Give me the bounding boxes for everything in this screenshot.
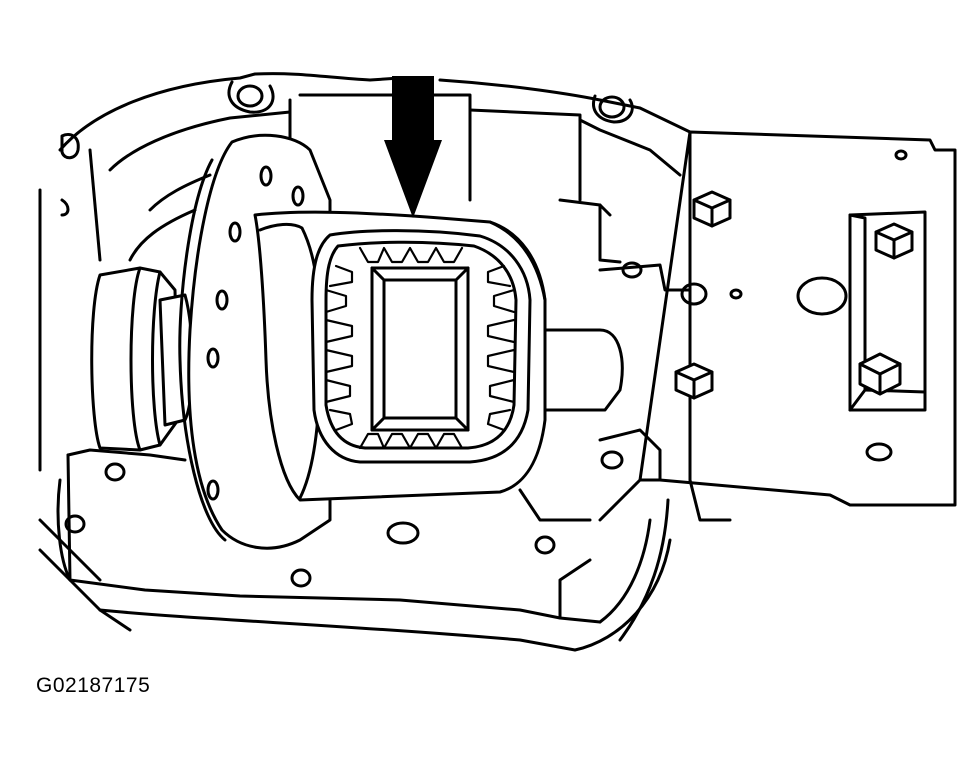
hex-bolt bbox=[674, 362, 714, 400]
hex-bolts bbox=[674, 190, 914, 400]
hex-bolt bbox=[874, 222, 914, 260]
figure-id-label: G02187175 bbox=[36, 674, 151, 697]
axle-housing bbox=[38, 72, 692, 652]
side-bearing-left bbox=[90, 266, 194, 452]
gear-window bbox=[310, 229, 532, 464]
hex-bolt bbox=[692, 190, 732, 228]
hex-bolt bbox=[858, 352, 902, 396]
bearing-cap-plate bbox=[598, 130, 957, 522]
down-arrow-icon bbox=[384, 76, 442, 218]
